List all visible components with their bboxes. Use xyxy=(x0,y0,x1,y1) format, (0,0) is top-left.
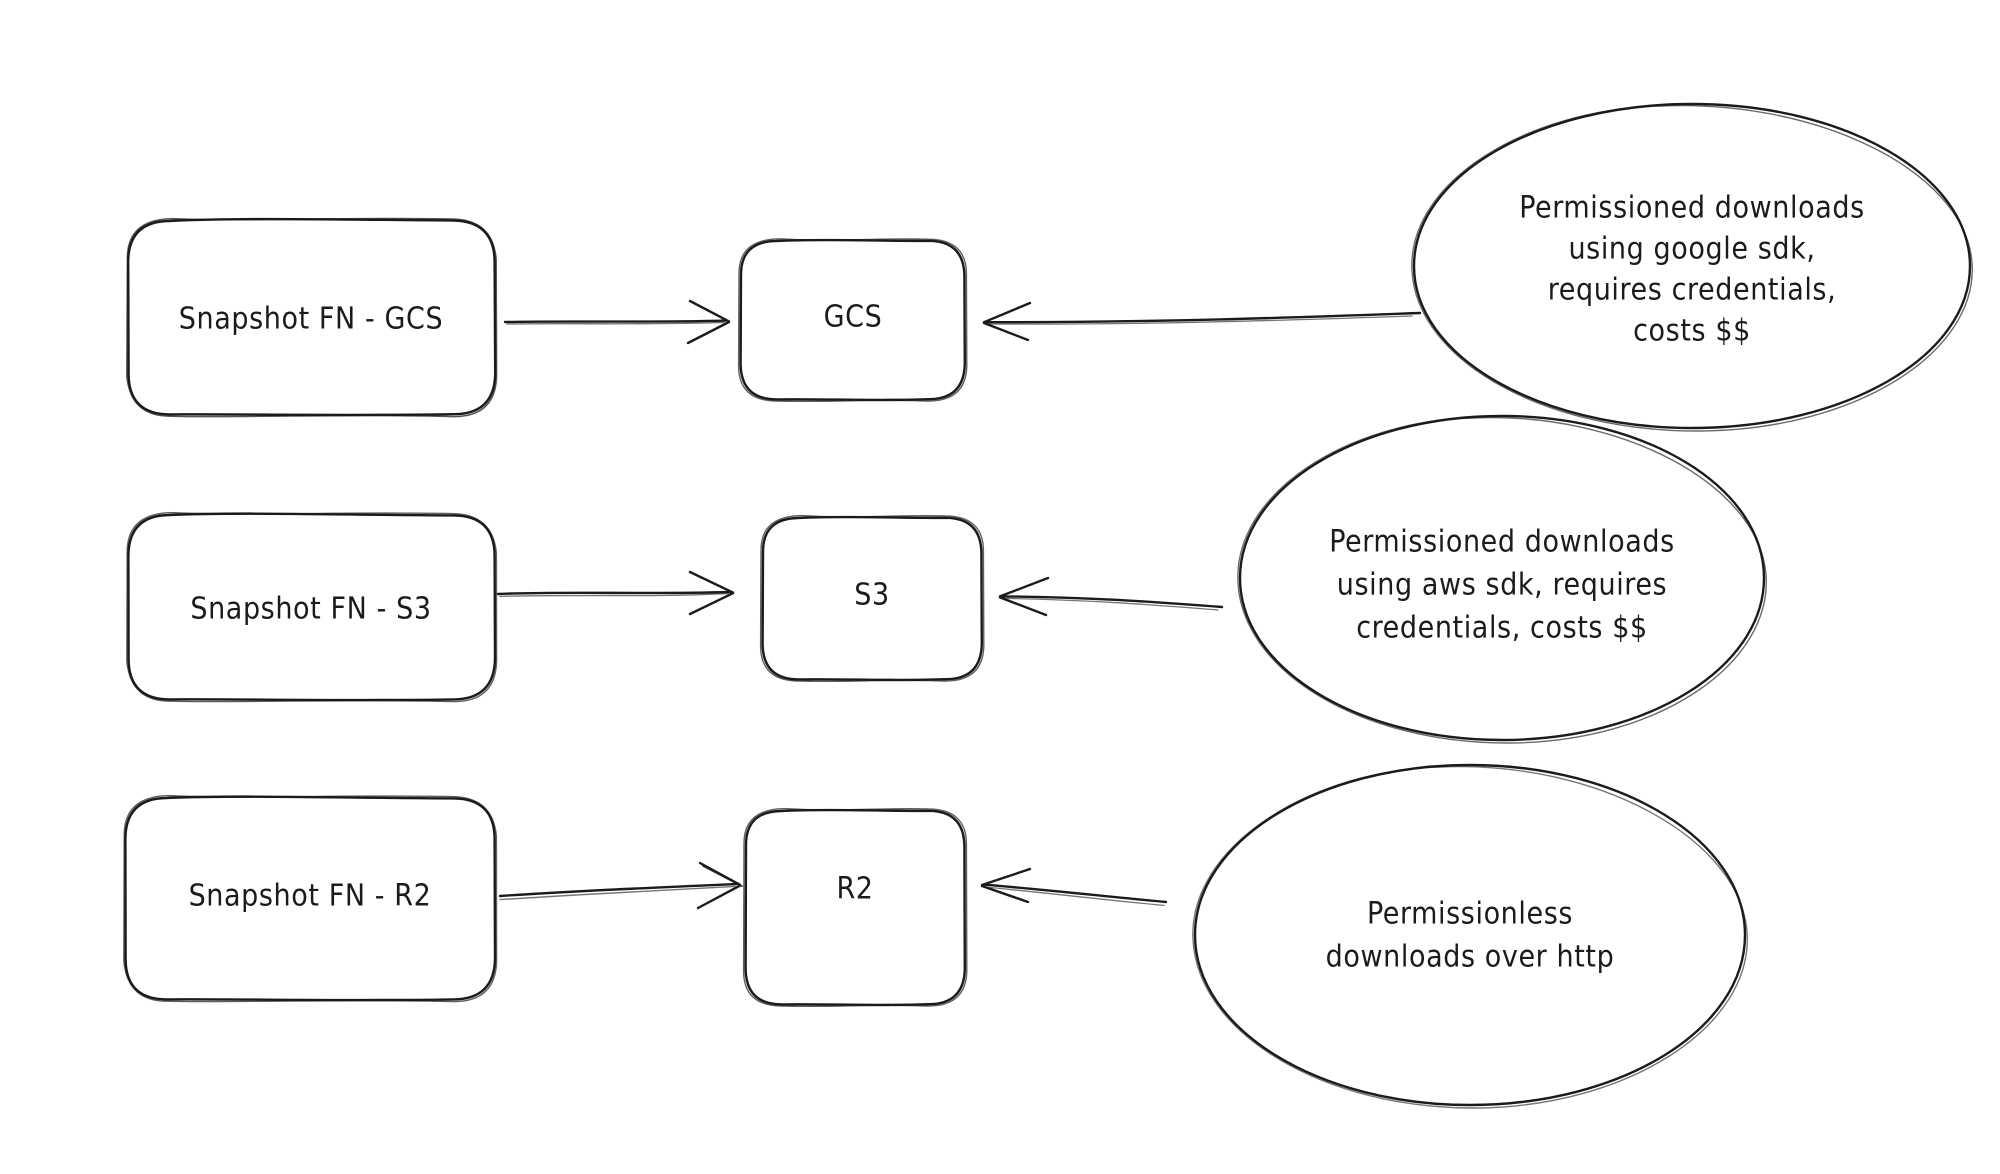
note-gcs-line-3: requires credentials, xyxy=(1548,273,1837,308)
note-s3[interactable]: Permissioned downloads using aws sdk, re… xyxy=(1237,414,1767,744)
node-label-gcs: GCS xyxy=(824,300,883,335)
node-label-snapshot-fn-gcs: Snapshot FN - GCS xyxy=(179,302,443,337)
row-gcs: Snapshot FN - GCS GCS xyxy=(126,102,1973,432)
node-label-s3: S3 xyxy=(854,578,890,613)
node-snapshot-fn-gcs[interactable]: Snapshot FN - GCS xyxy=(126,217,498,418)
arrow-gcs-note-to-target xyxy=(982,301,1422,342)
note-s3-line-1: Permissioned downloads xyxy=(1329,525,1675,560)
arrow-s3-source-to-target xyxy=(496,570,735,616)
arrow-gcs-source-to-target xyxy=(503,299,731,345)
node-s3[interactable]: S3 xyxy=(759,514,985,683)
node-r2[interactable]: R2 xyxy=(742,807,968,1008)
note-r2-line-1: Permissionless xyxy=(1367,897,1573,932)
row-s3: Snapshot FN - S3 S3 xyxy=(126,414,1767,744)
note-r2[interactable]: Permissionless downloads over http xyxy=(1192,763,1748,1109)
arrow-r2-source-to-target xyxy=(498,861,743,910)
arrow-s3-note-to-target xyxy=(998,576,1224,617)
node-snapshot-fn-r2[interactable]: Snapshot FN - R2 xyxy=(123,794,498,1003)
node-snapshot-fn-s3[interactable]: Snapshot FN - S3 xyxy=(126,511,498,703)
node-label-snapshot-fn-s3: Snapshot FN - S3 xyxy=(190,592,431,627)
arrow-r2-note-to-target xyxy=(980,867,1168,907)
node-gcs[interactable]: GCS xyxy=(737,238,968,403)
node-label-snapshot-fn-r2: Snapshot FN - R2 xyxy=(189,879,432,914)
note-s3-line-2: using aws sdk, requires xyxy=(1337,568,1667,603)
note-gcs[interactable]: Permissioned downloads using google sdk,… xyxy=(1411,102,1973,432)
note-gcs-line-1: Permissioned downloads xyxy=(1519,191,1865,226)
note-gcs-line-4: costs $$ xyxy=(1633,314,1751,349)
note-s3-line-3: credentials, costs $$ xyxy=(1356,611,1648,646)
note-gcs-line-2: using google sdk, xyxy=(1568,232,1815,267)
row-r2: Snapshot FN - R2 R2 xyxy=(123,763,1748,1109)
note-r2-line-2: downloads over http xyxy=(1326,940,1615,975)
node-label-r2: R2 xyxy=(836,872,873,907)
